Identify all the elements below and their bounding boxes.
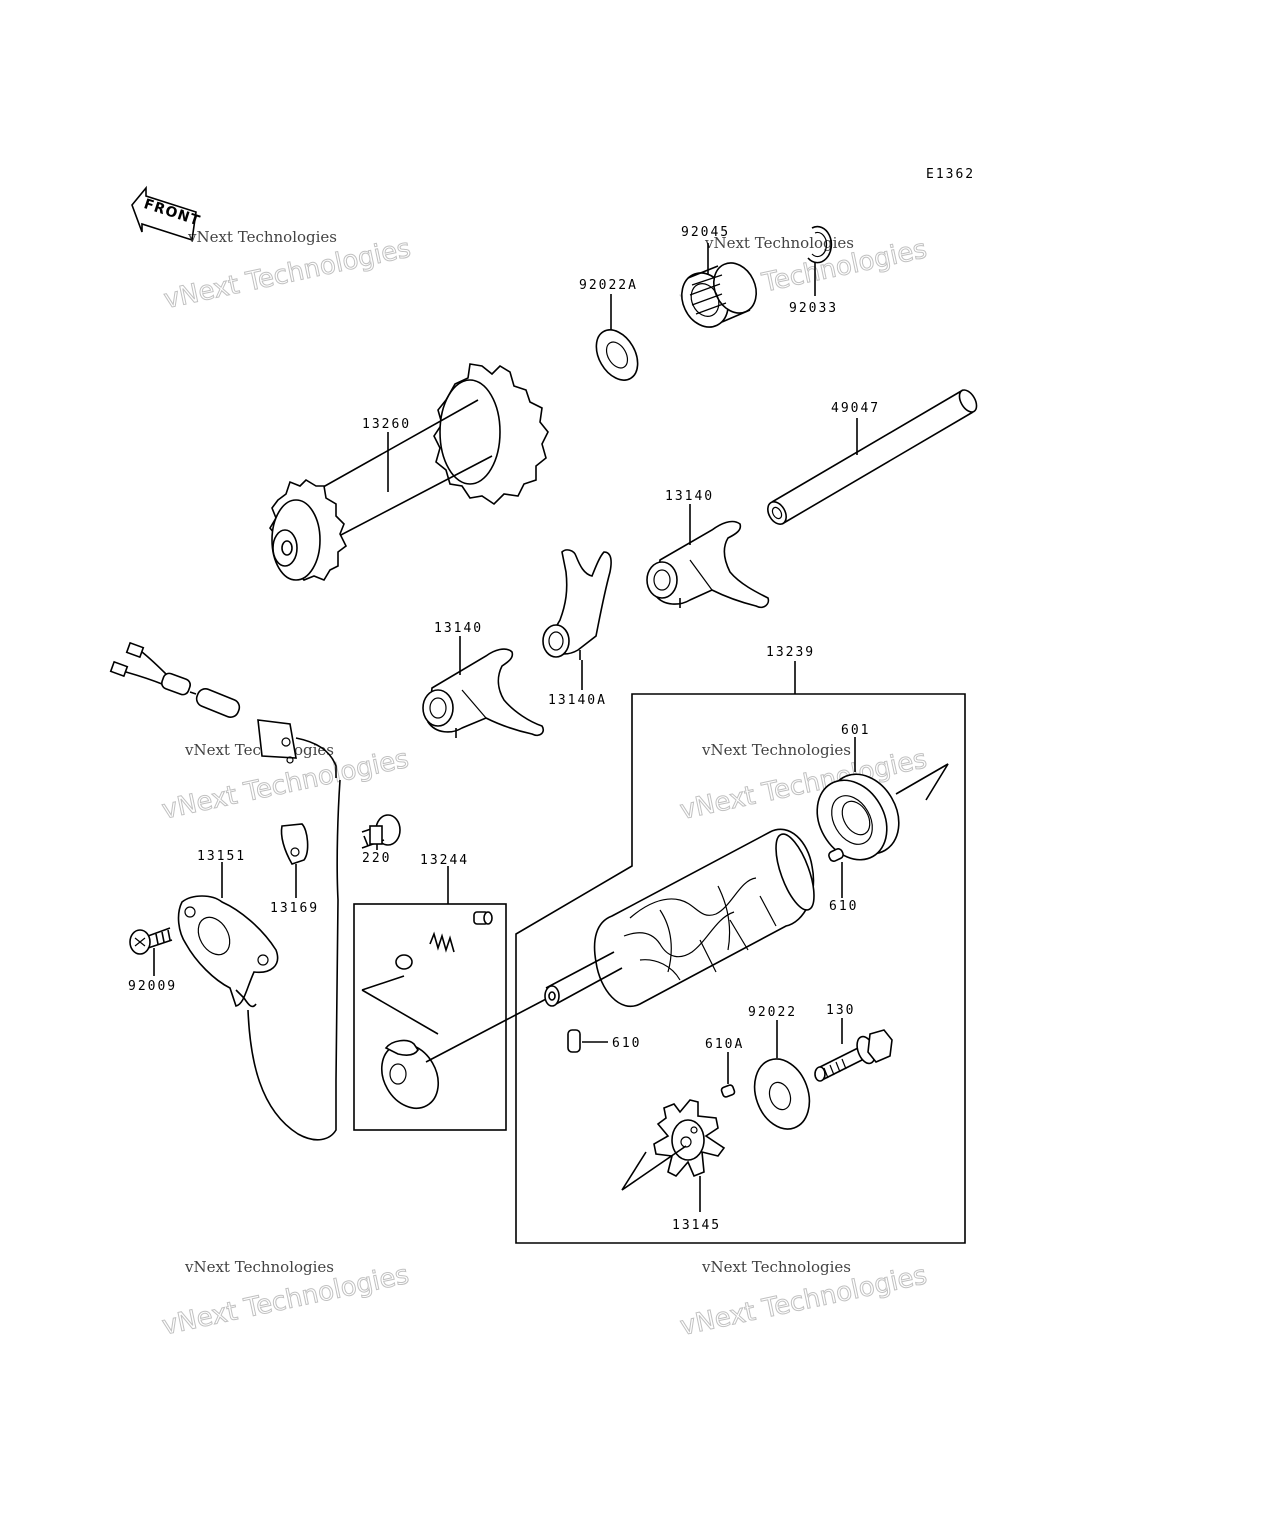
label-49047: 49047: [831, 401, 880, 416]
label-610-right: 610: [829, 899, 858, 914]
part-screw-220: [361, 814, 401, 849]
part-shift-fork-a: [542, 549, 612, 660]
part-screw-92009: [129, 927, 173, 955]
part-gear-shaft: [269, 363, 549, 581]
label-92022: 92022: [748, 1005, 797, 1020]
kit-box-13239: [515, 693, 966, 1244]
label-92033: 92033: [789, 301, 838, 316]
svg-text:vNext Technologies: vNext Technologies: [184, 1258, 334, 1276]
watermark-bottom-left: vNext Technologies vNext Technologies: [159, 1258, 412, 1342]
part-neutral-switch-wire: [109, 641, 341, 901]
part-detent-kit: [361, 911, 549, 1109]
part-shift-fork-right: [646, 520, 770, 609]
kit-box-13244: [353, 903, 507, 1131]
label-13260: 13260: [362, 417, 411, 432]
part-star-cam: [621, 1099, 726, 1191]
svg-text:vNext Technologies: vNext Technologies: [704, 234, 854, 252]
label-92009: 92009: [128, 979, 177, 994]
label-130: 130: [826, 1003, 855, 1018]
label-13239: 13239: [766, 645, 815, 660]
label-13145: 13145: [672, 1218, 721, 1233]
part-switch-holder: [177, 895, 339, 1141]
label-13169: 13169: [270, 901, 319, 916]
part-shift-drum: [544, 828, 815, 1007]
label-610a: 610A: [705, 1037, 744, 1052]
part-washer-92022a: [595, 329, 639, 381]
label-13151: 13151: [197, 849, 246, 864]
watermark-top-left: vNext Technologies vNext Technologies: [161, 228, 414, 316]
label-13140-left: 13140: [434, 621, 483, 636]
part-bearing-601: [816, 763, 949, 861]
label-92022a: 92022A: [579, 278, 638, 293]
part-pin-610-center: [567, 1029, 581, 1053]
part-fork-shaft: [767, 389, 978, 525]
svg-text:vNext Technologies: vNext Technologies: [701, 1258, 851, 1276]
label-220: 220: [362, 851, 391, 866]
part-pin-610a: [720, 1084, 736, 1098]
svg-text:vNext Technologies: vNext Technologies: [187, 228, 337, 246]
label-13244: 13244: [420, 853, 469, 868]
part-needle-bearing: [681, 262, 757, 328]
part-shift-fork-left: [422, 648, 545, 738]
part-plate-13169: [280, 823, 309, 865]
svg-text:vNext Technologies: vNext Technologies: [184, 741, 334, 759]
watermark-bottom-right: vNext Technologies vNext Technologies: [677, 1258, 930, 1342]
label-601: 601: [841, 723, 870, 738]
svg-text:vNext Technologies: vNext Technologies: [701, 741, 851, 759]
label-610-center: 610: [612, 1036, 641, 1051]
label-13140-right: 13140: [665, 489, 714, 504]
label-13140a: 13140A: [548, 693, 607, 708]
part-washer-92022: [753, 1058, 811, 1130]
part-bolt-130: [814, 1029, 893, 1082]
diagram-code: E1362: [926, 167, 975, 182]
part-pin-610-right: [828, 848, 844, 862]
label-92045: 92045: [681, 225, 730, 240]
